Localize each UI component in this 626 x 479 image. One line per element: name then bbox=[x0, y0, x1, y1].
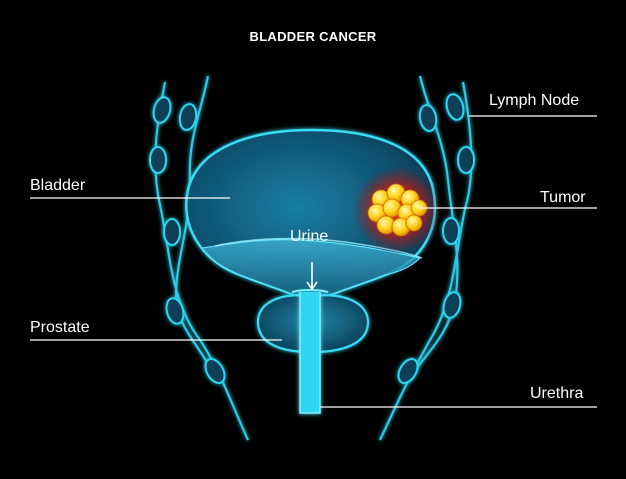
label-prostate: Prostate bbox=[30, 319, 90, 336]
lymph-node bbox=[163, 218, 181, 246]
label-urethra: Urethra bbox=[530, 385, 584, 402]
lymph-node bbox=[397, 358, 419, 384]
lymph-node bbox=[149, 146, 167, 174]
label-tumor: Tumor bbox=[540, 189, 586, 206]
tumor bbox=[353, 166, 441, 254]
left-lymph-vessels bbox=[154, 75, 250, 441]
urine-flow-arrow bbox=[306, 262, 318, 291]
lymph-node bbox=[178, 103, 198, 131]
lymph-node bbox=[442, 291, 462, 319]
urethra bbox=[291, 289, 329, 414]
lymph-node bbox=[445, 93, 465, 121]
right-lymph-nodes bbox=[397, 93, 475, 384]
lymph-node bbox=[152, 96, 172, 124]
label-lymph-node: Lymph Node bbox=[489, 92, 580, 109]
lymph-node bbox=[418, 104, 438, 132]
left-lymph-nodes bbox=[149, 96, 226, 384]
urine bbox=[201, 239, 422, 301]
lymph-node bbox=[204, 358, 226, 384]
tumor-cells bbox=[367, 183, 428, 237]
lymph-node bbox=[165, 297, 185, 325]
label-urine: Urine bbox=[290, 228, 329, 245]
bladder bbox=[185, 128, 437, 302]
lymph-node bbox=[457, 146, 475, 174]
leader-lines bbox=[30, 115, 597, 408]
label-bladder: Bladder bbox=[30, 177, 86, 194]
diagram-title: BLADDER CANCER bbox=[249, 29, 377, 44]
lymph-node bbox=[442, 217, 460, 245]
